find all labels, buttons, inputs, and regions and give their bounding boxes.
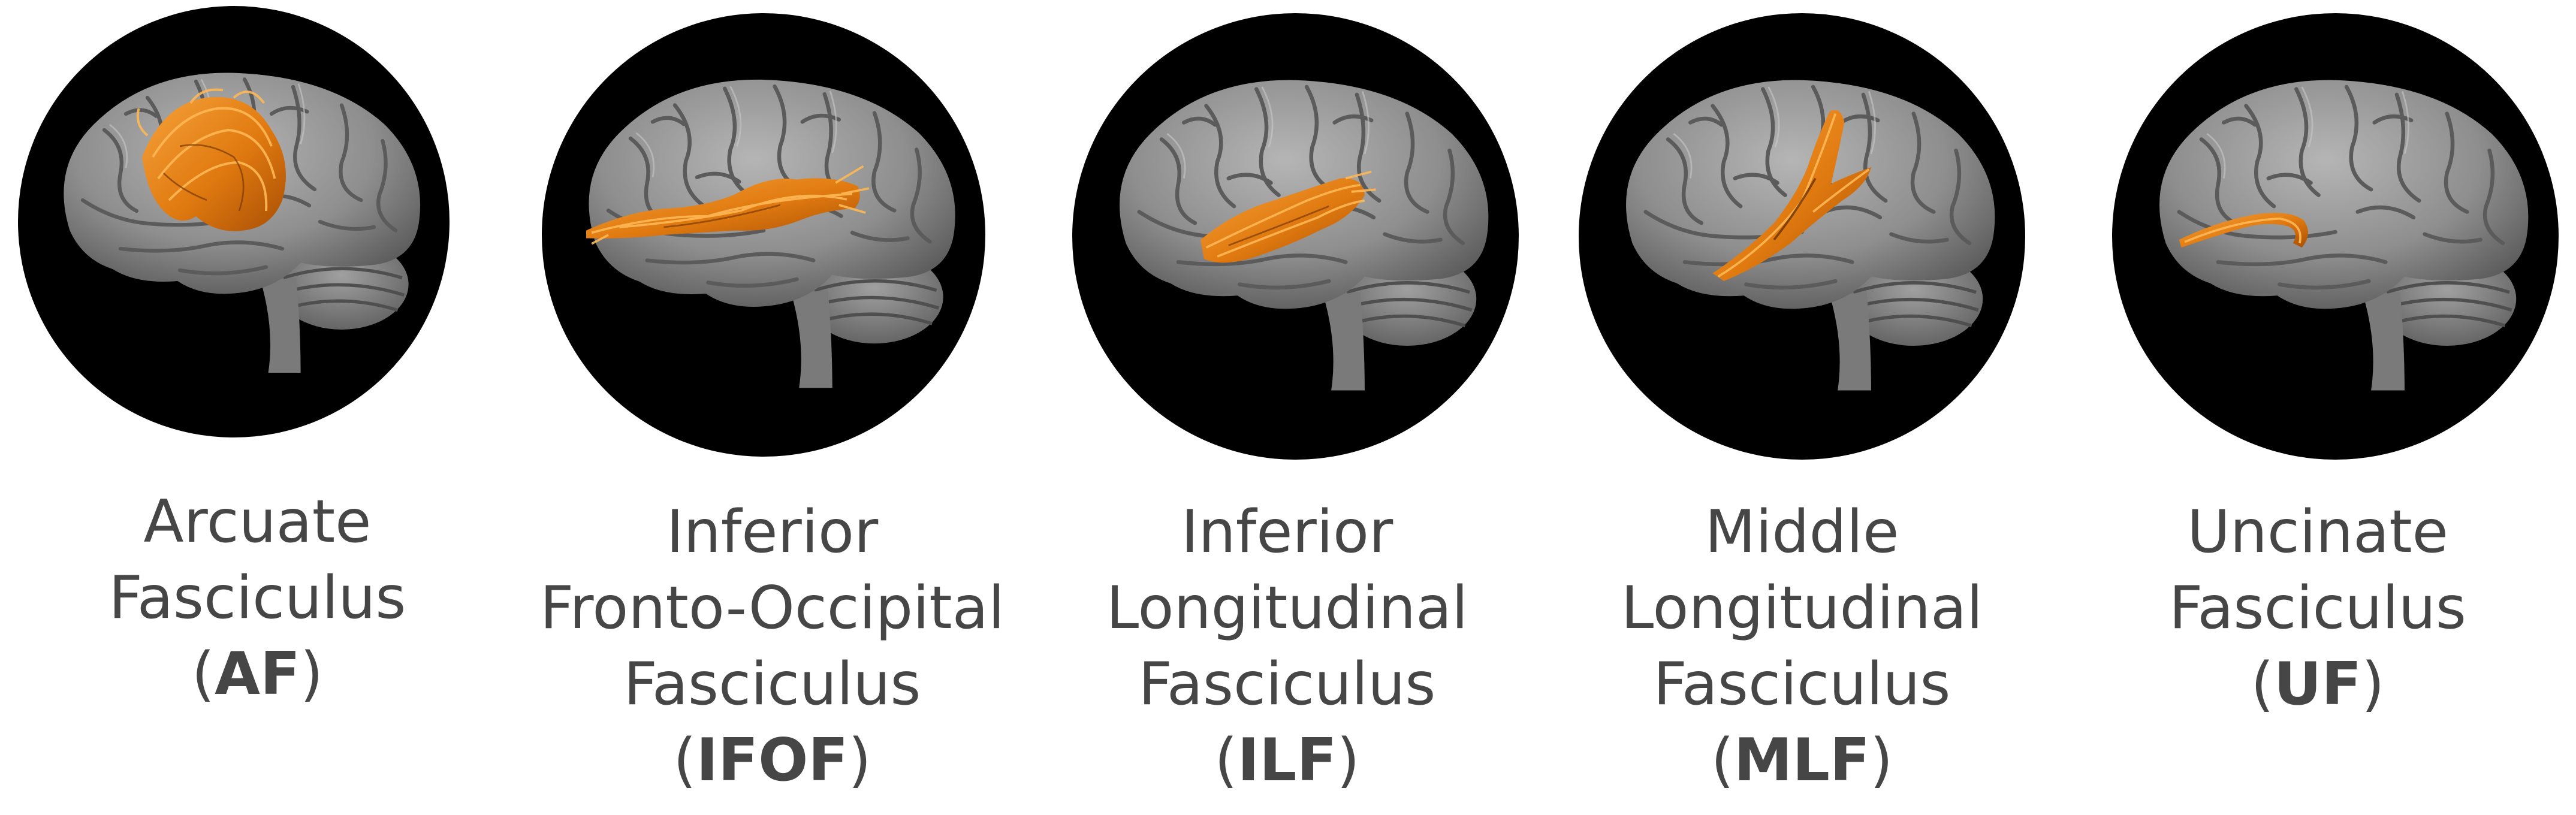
panel-af: Arcuate Fasciculus (AF) (0, 0, 515, 815)
brain-icon (18, 6, 450, 437)
tract-abbreviation: (UF) (2251, 650, 2385, 719)
abbr-text: IFOF (696, 726, 849, 795)
tract-name-line: Fasciculus (1138, 650, 1436, 719)
brain-icon (586, 13, 985, 457)
caption-mlf: Middle Longitudinal Fasciculus (MLF) (1545, 494, 2059, 799)
tract-name-line: Fasciculus (1653, 650, 1951, 719)
uncinate-fasciculus-tract-icon (2179, 213, 2308, 248)
brain-image-mlf (1579, 13, 2025, 460)
brain-image-af (18, 6, 450, 437)
tract-name-line: Fasciculus (2169, 574, 2466, 642)
tract-name-line: Fronto-Occipital (539, 574, 1005, 642)
panel-uf: Uncinate Fasciculus (UF) (2059, 0, 2576, 815)
tract-name-line: Fasciculus (623, 650, 921, 719)
tract-name-line: Fasciculus (108, 564, 406, 632)
tract-name-line: Longitudinal (1106, 574, 1468, 642)
mlf-tract-icon (1712, 110, 1871, 281)
tract-name-line: Inferior (1181, 498, 1393, 566)
tract-abbreviation: (ILF) (1214, 726, 1360, 795)
panel-mlf: Middle Longitudinal Fasciculus (MLF) (1545, 0, 2059, 815)
tract-name-line: Middle (1705, 498, 1899, 566)
panel-ifof: Inferior Fronto-Occipital Fasciculus (IF… (515, 0, 1030, 815)
abbr-text: AF (215, 640, 300, 708)
brain-icon (1072, 13, 1519, 460)
abbr-text: UF (2273, 650, 2362, 719)
ilf-tract-icon (1200, 170, 1376, 263)
caption-af: Arcuate Fasciculus (AF) (0, 484, 515, 713)
caption-ifof: Inferior Fronto-Occipital Fasciculus (IF… (515, 494, 1030, 799)
tract-name-line: Arcuate (143, 488, 372, 556)
tract-abbreviation: (AF) (191, 640, 324, 708)
panel-ilf: Inferior Longitudinal Fasciculus (ILF) (1030, 0, 1545, 815)
brain-image-ilf (1072, 13, 1519, 460)
tract-abbreviation: (IFOF) (673, 726, 871, 795)
tract-abbreviation: (MLF) (1711, 726, 1893, 795)
caption-uf: Uncinate Fasciculus (UF) (2059, 494, 2576, 723)
abbr-text: ILF (1237, 726, 1337, 795)
brain-icon (1579, 13, 2025, 460)
tract-name-line: Inferior (666, 498, 879, 566)
caption-ilf: Inferior Longitudinal Fasciculus (ILF) (1030, 494, 1545, 799)
brain-image-uf (2112, 13, 2559, 460)
arcuate-fasciculus-tract-icon (136, 88, 286, 231)
tract-name-line: Uncinate (2187, 498, 2448, 566)
brain-image-ifof (542, 13, 985, 457)
abbr-text: MLF (1734, 726, 1870, 795)
ifof-tract-icon (586, 165, 870, 245)
brain-icon (2112, 13, 2559, 460)
tract-name-line: Longitudinal (1621, 574, 1983, 642)
